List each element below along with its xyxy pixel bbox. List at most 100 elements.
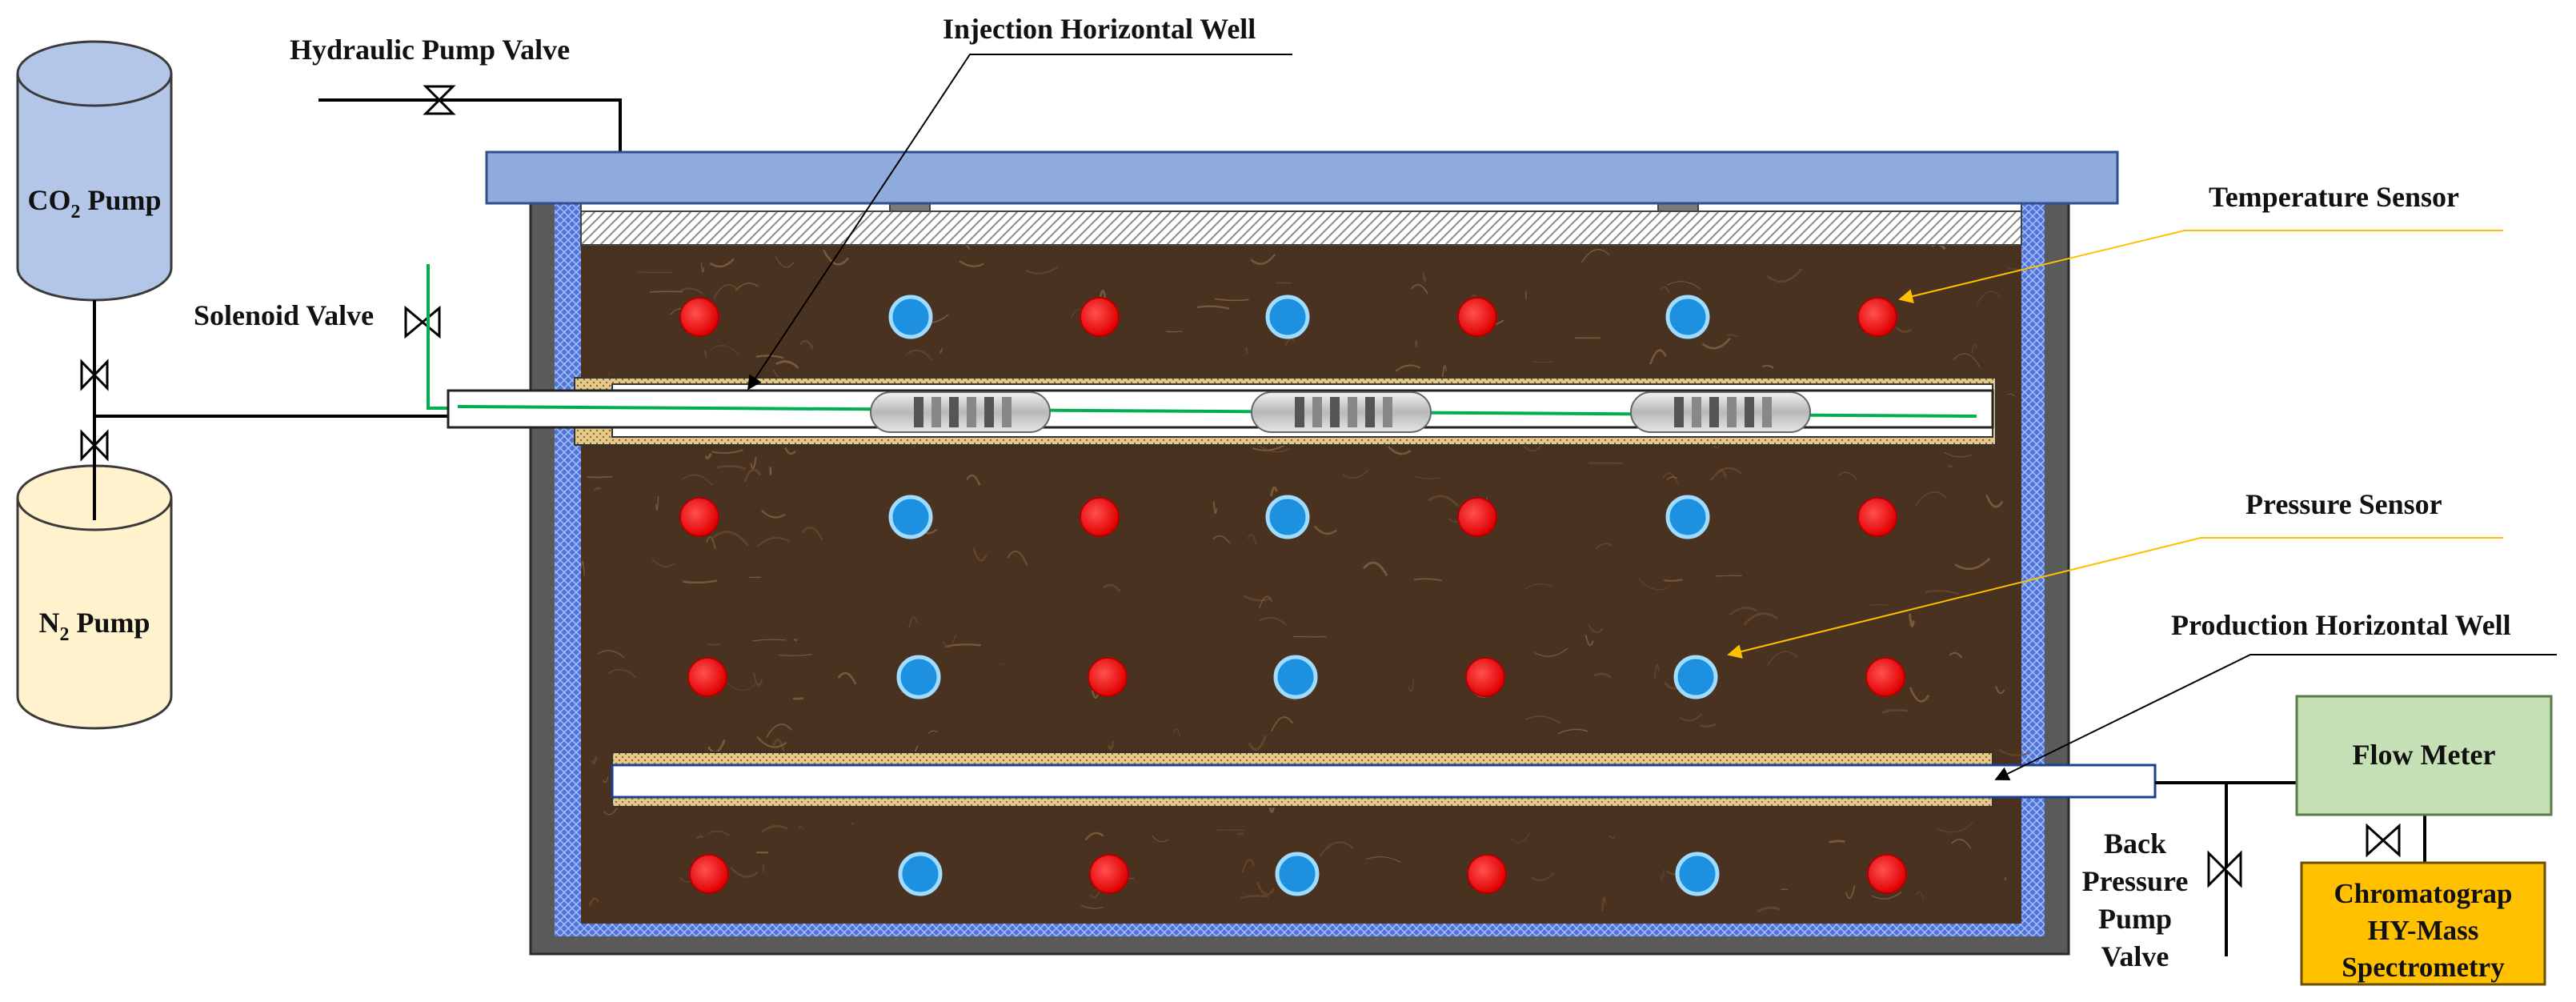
soil-vein [1534,647,1568,657]
co2-valve-icon[interactable] [80,359,109,391]
soil-vein [706,536,716,549]
soil-vein [1212,501,1218,515]
soil-vein [1214,298,1249,302]
flow-meter-valve-icon[interactable] [2366,823,2401,858]
soil-vein [650,291,683,293]
svg-text:N2 Pump: N2 Pump [38,607,150,645]
soil-vein [1166,331,1183,333]
temperature-sensor [1857,497,1897,537]
soil-vein [927,730,939,735]
injection-tools [870,391,1811,433]
soil-vein [823,249,849,266]
soil-vein [1845,885,1856,900]
temperature-sensor [1457,497,1497,537]
soil-vein [683,579,717,584]
temperature-sensor [1088,657,1128,697]
soil-vein [1767,651,1798,666]
temperature-sensor [689,854,729,894]
soil-vein [1699,723,1717,727]
soil-vein [1025,266,1059,275]
back-pressure-label-line4: Valve [2101,940,2169,972]
temperature-sensor [1857,297,1897,337]
hydraulic-valve-icon[interactable] [423,85,456,115]
soil-vein [1916,891,1925,900]
back-pressure-label-line1: Back [2104,828,2166,860]
pressure-sensor [1665,495,1710,539]
soil-vein [762,864,765,872]
pressure-sensor [1275,852,1320,896]
soil-vein [1408,679,1415,692]
soil-vein [1954,558,1991,571]
soil-vein [1362,561,1388,576]
n2-valve-icon[interactable] [80,429,109,462]
injection-well-leader [747,54,1292,391]
soil-vein [1666,476,1677,481]
soil-vein [1080,904,1104,909]
chromatograph-label-line2: HY-Mass [2368,915,2479,946]
pump-manifold-pipe [93,300,448,520]
soil-vein [2004,876,2007,880]
soil-vein [1761,364,1774,369]
soil-vein [700,262,705,273]
soil-vein [1595,543,1613,550]
soil-vein [1524,715,1561,724]
temperature-sensor [679,297,719,337]
soil-vein [783,447,796,455]
soil-vein [1881,708,1909,714]
soil-vein [1743,612,1778,626]
soil-vein [1532,361,1554,363]
soil-vein [1173,728,1181,737]
soil-vein [942,634,957,647]
soil-vein [1252,444,1285,451]
soil-vein [708,830,730,836]
soil-vein [907,616,918,629]
soil-vein [580,560,585,576]
injection-tool-capsule [870,391,1051,433]
soil-vein [1638,578,1673,591]
soil-vein [1679,713,1703,722]
soil-vein [1259,595,1273,609]
soil-vein [1837,471,1857,480]
soil-vein [1985,494,2004,508]
soil-vein [1212,535,1231,544]
soil-vein [743,468,762,483]
n2-subscript: 2 [59,624,69,645]
back-pressure-label-line2: Pressure [2082,865,2189,897]
soil-vein [1998,748,2029,756]
injection-tool-capsule [1251,391,1432,433]
temperature-sensor-label: Temperature Sensor [2209,181,2459,213]
soil-vein [1914,491,1948,507]
soil-vein [1580,248,1610,263]
pressure-sensor [888,495,933,539]
soil-vein [1366,856,1401,863]
soil-vein [1587,623,1604,633]
soil-vein [651,558,676,567]
soil-vein [602,776,609,784]
back-pressure-valve-icon[interactable] [2207,850,2242,888]
soil-vein [1084,832,1104,841]
soil-vein [756,735,787,748]
soil-vein [1701,337,1731,350]
temperature-sensor [1089,854,1129,894]
pressure-sensor [1673,655,1718,699]
soil-vein [750,456,757,470]
soil-vein [760,824,788,833]
soil-vein [959,260,984,267]
soil-vein [1414,475,1441,479]
solenoid-valve-icon[interactable] [404,305,441,339]
soil-vein [756,536,791,547]
soil-vein [1937,822,1973,833]
co2-subscript: 2 [70,202,80,222]
temperature-sensor [687,657,727,697]
injection-tool-capsule [1630,391,1811,433]
soil-vein [772,738,786,754]
soil-vein [1256,881,1276,896]
soil-vein [1925,589,1959,595]
soil-vein [655,495,659,511]
chromatograph [2300,861,2546,986]
soil-vein [1584,634,1594,647]
svg-text:CO2 Pump: CO2 Pump [27,184,161,222]
reservoir-vessel [485,150,2119,956]
n2-pump-label-suffix: Pump [69,607,150,639]
